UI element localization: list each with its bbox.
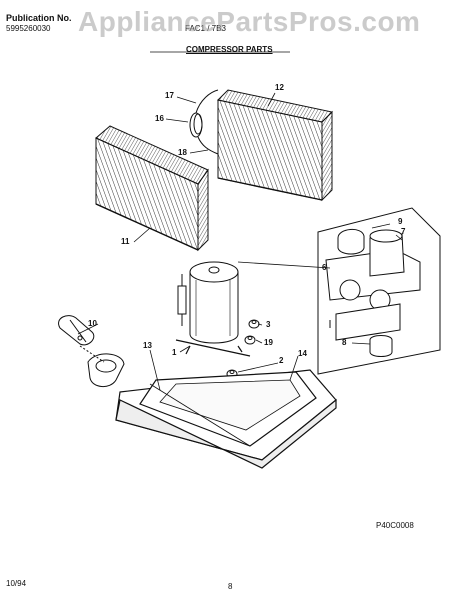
callout-12: 12	[275, 83, 284, 92]
compressor	[175, 261, 251, 357]
publication-number: 5995260030	[6, 24, 51, 33]
model-number: FAC1 / 7B3	[185, 24, 226, 33]
page-title: COMPRESSOR PARTS	[186, 45, 273, 54]
publication-label: Publication No.	[6, 13, 72, 23]
callout-17: 17	[165, 91, 174, 100]
callout-19: 19	[264, 338, 273, 347]
rear-cover	[58, 315, 125, 387]
callout-9: 9	[398, 217, 403, 226]
callout-7: 7	[401, 227, 406, 236]
callout-11: 11	[121, 237, 130, 246]
callout-14: 14	[298, 349, 307, 358]
watermark: AppliancePartsPros.com	[78, 6, 421, 37]
callout-18: 18	[178, 148, 187, 157]
base-pan	[115, 369, 337, 469]
callout-16: 16	[155, 114, 164, 123]
callout-2: 2	[279, 356, 284, 365]
leader-lines	[77, 92, 403, 391]
evaporator-coil	[95, 125, 209, 252]
capillary-tube	[189, 89, 219, 155]
footer-date: 10/94	[6, 579, 27, 588]
figure-code: P40C0008	[376, 521, 414, 530]
relay-overload-box	[317, 207, 441, 375]
condenser-coil	[216, 89, 334, 202]
callout-10: 10	[88, 319, 97, 328]
page-number: 8	[228, 582, 233, 591]
callout-3: 3	[266, 320, 271, 329]
callout-6: 6	[322, 263, 327, 272]
callout-13: 13	[143, 341, 152, 350]
callout-1: 1	[172, 348, 177, 357]
callout-8: 8	[342, 338, 347, 347]
